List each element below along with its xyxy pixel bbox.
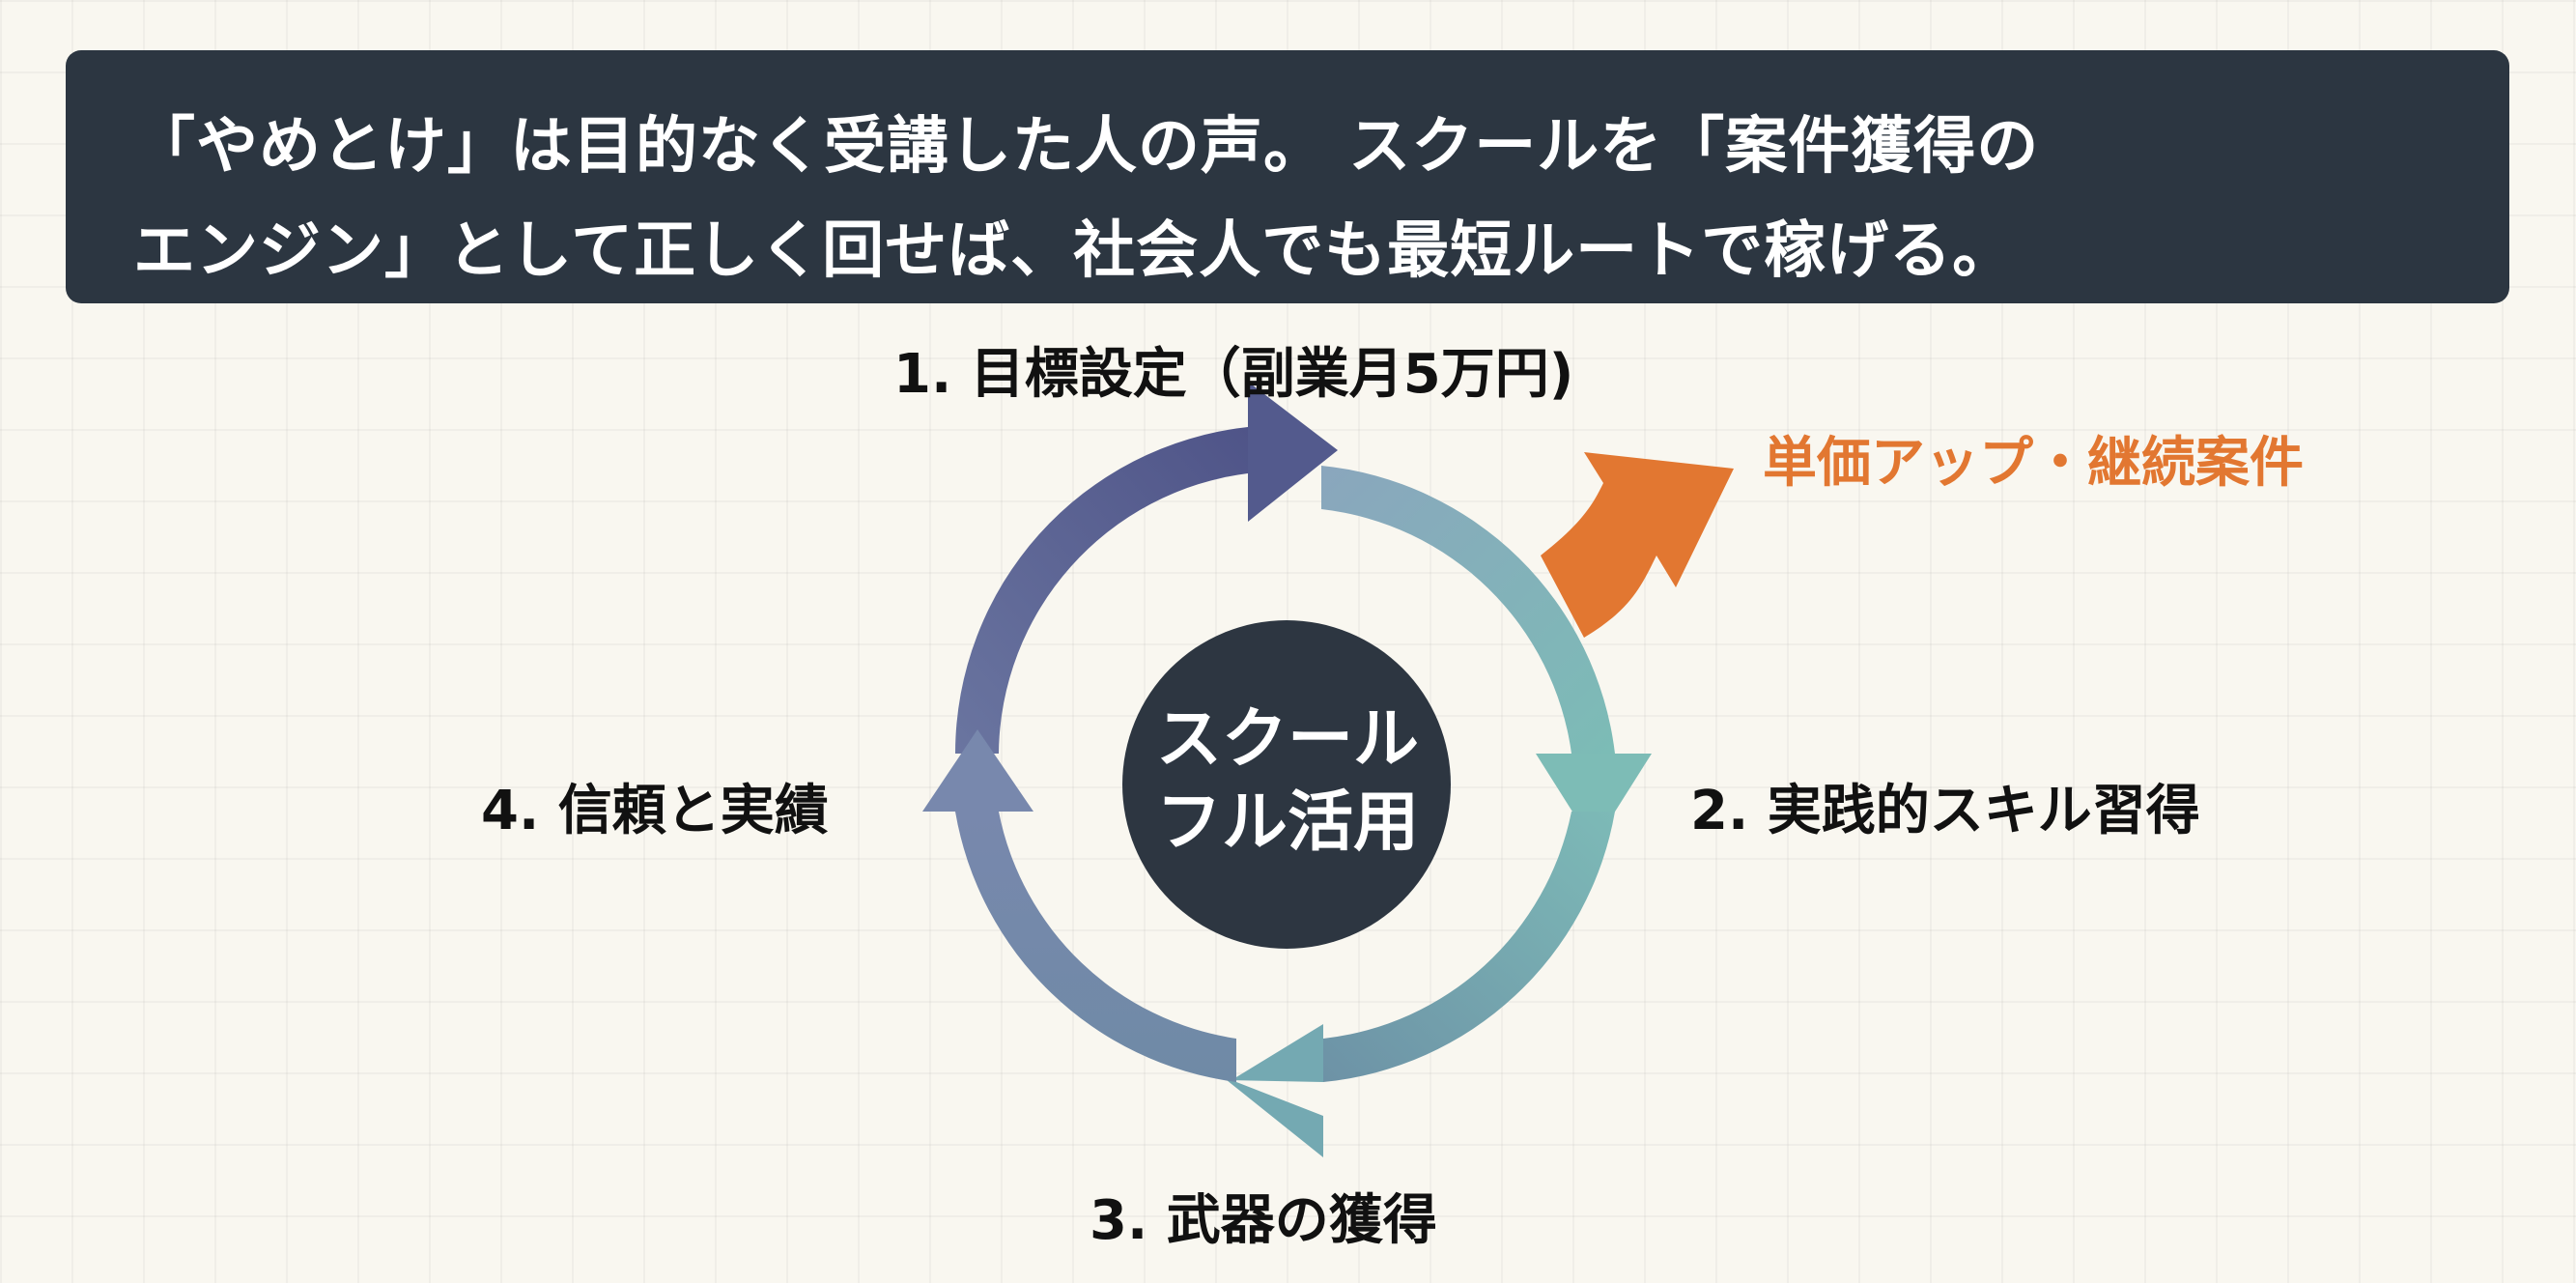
center-label-line-2: フル活用	[1155, 784, 1419, 861]
step-label-4: 4. 信頼と実績	[481, 780, 829, 842]
center-circle	[1122, 620, 1451, 949]
outcome-arrow	[1541, 452, 1734, 638]
cycle-arrowhead-3	[1227, 1019, 1323, 1157]
headline-line-2: エンジン」として正しく回せば、社会人でも最短ルートで稼げる。	[133, 215, 2016, 287]
center-label-line-1: スクール	[1155, 701, 1419, 778]
headline-banner: 「やめとけ」は目的なく受講した人の声。 スクールを「案件獲得の エンジン」として…	[66, 50, 2509, 303]
step-label-3: 3. 武器の獲得	[1090, 1189, 1437, 1252]
cycle-arrowhead-4	[922, 729, 1033, 812]
step-label-1: 1. 目標設定（副業月5万円)	[893, 343, 1574, 406]
cycle-arrowhead-1	[1248, 382, 1338, 522]
cycle-segment-1	[955, 427, 1248, 754]
headline-line-1: 「やめとけ」は目的なく受講した人の声。 スクールを「案件獲得の	[133, 111, 2040, 183]
center-label: スクール フル活用	[1094, 699, 1481, 865]
step-label-2: 2. 実践的スキル習得	[1690, 780, 2200, 842]
cycle-arrowhead-2	[1536, 754, 1652, 845]
outcome-label: 単価アップ・継続案件	[1763, 432, 2304, 495]
cycle-segment-2	[1321, 466, 1615, 754]
cycle-segment-3	[1323, 812, 1615, 1082]
cycle-segment-4	[955, 812, 1236, 1082]
